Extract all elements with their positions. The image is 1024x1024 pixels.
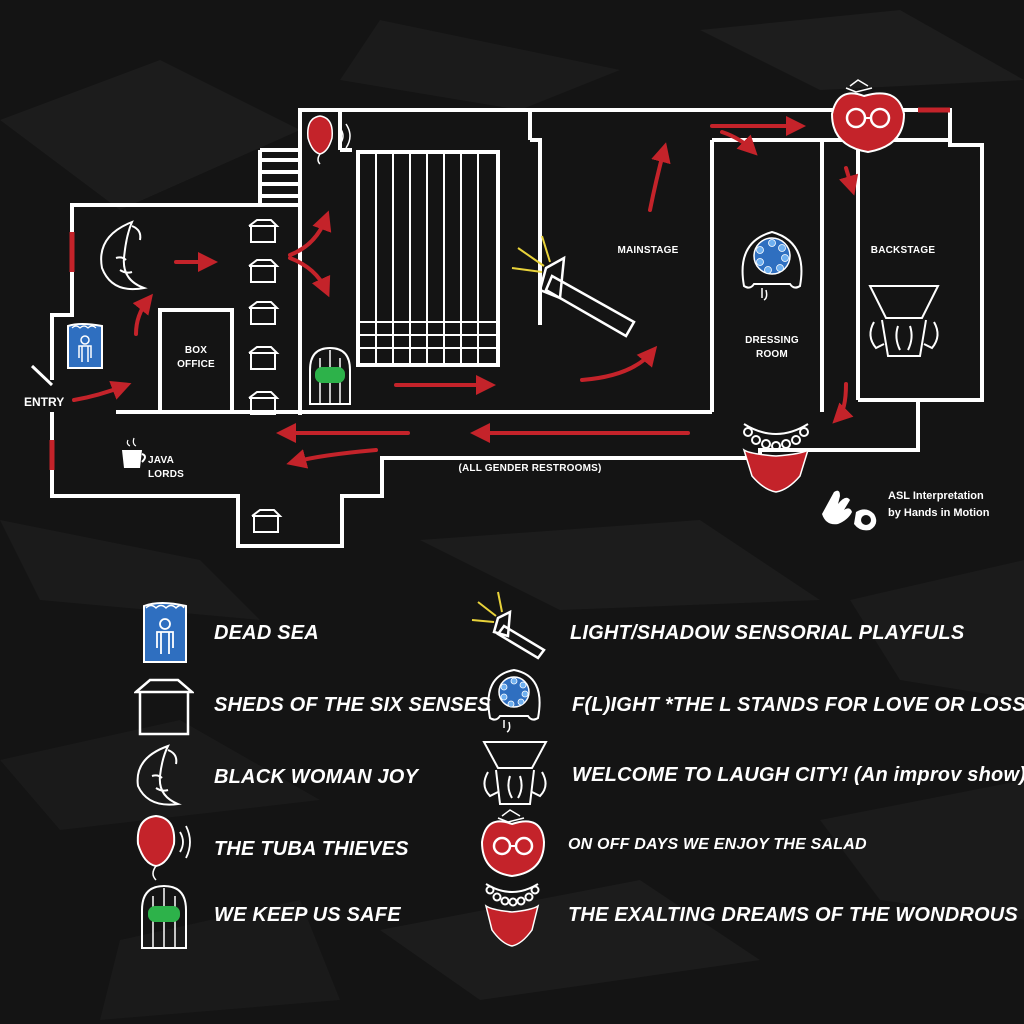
shed-icon — [251, 509, 283, 533]
path-arrows — [72, 116, 859, 469]
moon-face-icon — [136, 744, 182, 806]
legend-label: DEAD SEA — [214, 622, 319, 644]
asl-hands-icon — [822, 490, 877, 531]
backstage-label: BACKSTAGE — [870, 245, 936, 256]
legend-label: WELCOME TO LAUGH CITY! (An improv show) — [572, 764, 1024, 786]
legend-label: F(L)IGHT *THE L STANDS FOR LOVE OR LOSS — [572, 694, 1024, 716]
flashlight-icon — [511, 235, 636, 338]
shed-icon — [248, 346, 280, 370]
legend-item-cage: WE KEEP US SAFE — [134, 882, 464, 952]
shed-icon — [248, 219, 280, 243]
head-bubbles-icon — [741, 230, 803, 301]
coffee-cup-icon — [122, 437, 146, 468]
asl-line-2: by Hands in Motion — [888, 507, 990, 520]
dressing-room-label: DRESSING ROOM — [745, 335, 799, 360]
laugh-mask-icon — [482, 741, 548, 805]
flashlight-icon — [471, 591, 546, 660]
shed-icon — [134, 678, 194, 736]
legend-item-head: F(L)IGHT *THE L STANDS FOR LOVE OR LOSS — [484, 666, 1024, 736]
birdcage-icon — [141, 884, 187, 949]
shed-icons — [248, 219, 283, 533]
entry-label: ENTRY — [24, 395, 65, 409]
legend-item-laugh: WELCOME TO LAUGH CITY! (An improv show) — [480, 738, 1024, 808]
legend-item-flashlight: LIGHT/SHADOW SENSORIAL PLAYFULS — [470, 586, 964, 660]
mainstage-label: MAINSTAGE — [617, 245, 679, 256]
restrooms-label: (ALL GENDER RESTROOMS) — [458, 463, 602, 474]
laugh-mask-icon — [868, 285, 940, 357]
shed-icon — [248, 259, 280, 283]
balloon-sound-icon — [136, 814, 191, 881]
moon-face-icon — [100, 220, 148, 290]
birdcage-icon — [309, 346, 351, 405]
legend-label: LIGHT/SHADOW SENSORIAL PLAYFULS — [570, 622, 965, 644]
legend-item-necklace: THE EXALTING DREAMS OF THE WONDROUS FOUL — [482, 880, 1024, 950]
asl-line-1: ASL Interpretation — [888, 490, 984, 502]
apple-glasses-icon — [830, 79, 906, 154]
apple-glasses-icon — [480, 809, 546, 878]
head-bubbles-icon — [487, 668, 541, 733]
shed-icon — [248, 301, 280, 325]
dead-sea-icon — [67, 323, 103, 369]
dead-sea-icon — [143, 602, 187, 663]
legend-label: THE EXALTING DREAMS OF THE WONDROUS FOUL — [568, 904, 1024, 926]
legend-label: SHEDS OF THE SIX SENSES — [214, 694, 491, 716]
legend-item-tuba: THE TUBA THIEVES — [134, 812, 464, 882]
balloon-sound-icon — [307, 115, 351, 165]
necklace-icon — [742, 423, 810, 493]
asl-interpretation-note: ASL Interpretation by Hands in Motion — [888, 488, 989, 522]
java-lords-label: JAVA LORDS — [148, 455, 184, 480]
legend-label: ON OFF DAYS WE ENJOY THE SALAD — [568, 836, 867, 853]
legend-label: THE TUBA THIEVES — [214, 838, 409, 860]
legend-label: BLACK WOMAN JOY — [214, 766, 419, 788]
shed-icon — [248, 391, 280, 415]
legend-item-apple: ON OFF DAYS WE ENJOY THE SALAD — [480, 808, 920, 878]
legend-item-moon: BLACK WOMAN JOY — [134, 742, 464, 812]
doors — [49, 107, 950, 470]
box-office-label: BOX OFFICE — [177, 345, 215, 370]
necklace-icon — [484, 883, 540, 947]
legend-item-sheds: SHEDS OF THE SIX SENSES — [134, 672, 491, 742]
legend-label: WE KEEP US SAFE — [214, 904, 401, 926]
legend-item-dead-sea: DEAD SEA — [140, 600, 460, 670]
